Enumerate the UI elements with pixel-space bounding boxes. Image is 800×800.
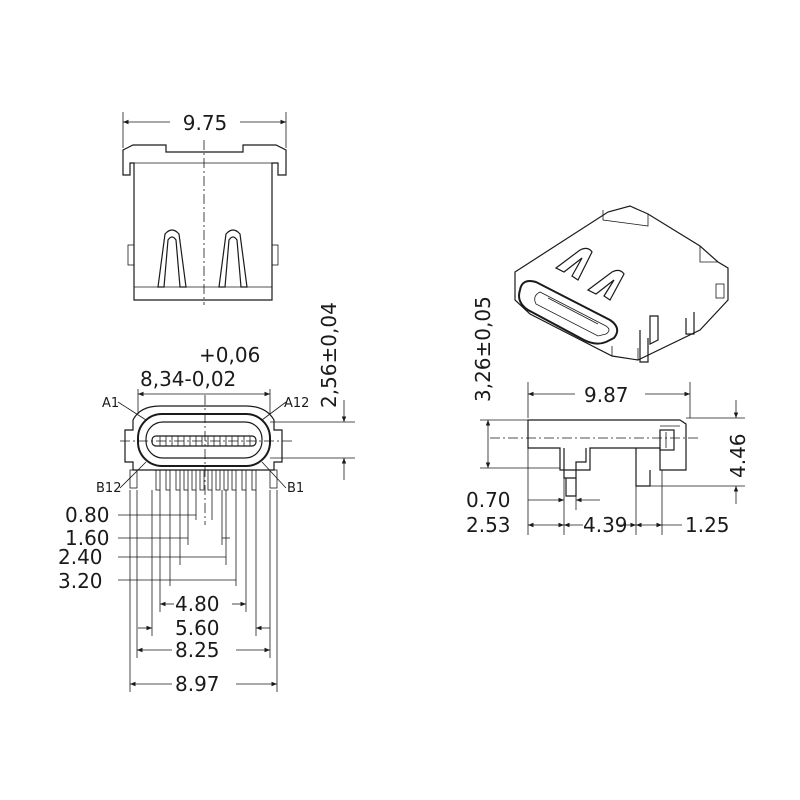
isometric-view: [514, 205, 729, 363]
leader-a12: [261, 401, 287, 421]
iso-latch-left: [554, 247, 593, 281]
pin-lead: [155, 469, 161, 491]
pin-lead: [191, 469, 197, 491]
span-dim-480: 4.80: [175, 592, 220, 616]
iso-side-tab: [699, 246, 718, 263]
pin-lead: [251, 469, 257, 491]
side-leg-front: [563, 448, 587, 479]
dim-width-975: 9.75: [183, 111, 228, 135]
pin-label-a1: A1: [102, 396, 119, 411]
iso-side-window: [715, 283, 725, 299]
side-dim-125: 1.25: [685, 513, 730, 537]
leader-a1: [117, 401, 147, 421]
side-view: 3,26±0,05 9.87 4.46 0.70 2.53 4.39 1.25: [466, 296, 750, 537]
leader-b12: [119, 461, 147, 489]
pin-lead: [215, 469, 221, 491]
opening-upper-tolerance: +0,06: [199, 343, 260, 367]
shell-leg-left: [129, 469, 138, 489]
front-shell-outline: [124, 405, 283, 471]
side-pin-tail: [565, 478, 577, 497]
pin-label-a12: A12: [284, 396, 309, 411]
side-dim-253: 2.53: [466, 513, 511, 537]
iso-rear-edge: [602, 210, 649, 227]
pin-lead: [207, 469, 213, 491]
top-view-tab: [271, 244, 279, 266]
front-view: A1 A12 B12 B1 +0,06 8,34-0,02 2,56±0,04 …: [58, 302, 355, 696]
opening-width-dim: 8,34-0,02: [140, 367, 236, 391]
iso-leg-mid: [649, 315, 659, 345]
pitch-dim-160: 1.60: [65, 526, 110, 550]
pitch-dim-320: 3.20: [58, 569, 103, 593]
front-tongue: [151, 435, 257, 447]
front-receptacle-outer: [137, 413, 271, 467]
pin-lead: [183, 469, 189, 491]
iso-leg-front: [639, 330, 649, 363]
side-leg-rear: [635, 448, 651, 487]
front-receptacle-inner: [145, 421, 263, 459]
iso-bottom-edge: [611, 346, 639, 360]
iso-shell-top: [514, 205, 729, 361]
top-view-tab: [127, 244, 135, 266]
pin-lead: [241, 469, 247, 491]
iso-tongue: [547, 297, 599, 325]
iso-leg-rear: [685, 312, 695, 335]
side-body-outline: [527, 419, 687, 471]
pin-label-b1: B1: [287, 481, 304, 496]
latch-spring-left: [157, 229, 187, 288]
side-length-dim-987: 9.87: [584, 383, 629, 407]
iso-latch-right: [586, 269, 625, 301]
span-dim-897: 8.97: [175, 672, 220, 696]
leader-b1: [261, 461, 287, 489]
side-dim-439: 4.39: [583, 513, 628, 537]
span-dim-560: 5.60: [175, 616, 220, 640]
iso-receptacle-inner: [534, 291, 610, 337]
top-view: 9.75: [122, 111, 287, 305]
pin-lead: [199, 469, 205, 491]
front-pins: [129, 469, 278, 491]
latch-spring-right: [218, 229, 248, 288]
pitch-dim-080: 0.80: [65, 503, 110, 527]
shell-leg-right: [269, 469, 278, 489]
side-window: [659, 429, 675, 451]
pitch-dim-240: 2.40: [58, 545, 103, 569]
span-dim-825: 8.25: [175, 638, 220, 662]
iso-receptacle-opening: [518, 280, 619, 345]
side-height-dim-446: 4.46: [726, 433, 750, 478]
pin-lead: [223, 469, 229, 491]
side-height-dim-326: 3,26±0,05: [471, 296, 495, 402]
pin-lead: [231, 469, 237, 491]
top-view-outline: [122, 144, 287, 301]
pin-label-b12: B12: [96, 481, 121, 496]
opening-height-dim: 2,56±0,04: [317, 302, 341, 408]
side-dim-070: 0.70: [466, 488, 511, 512]
pin-lead: [175, 469, 181, 491]
pin-lead: [165, 469, 171, 491]
